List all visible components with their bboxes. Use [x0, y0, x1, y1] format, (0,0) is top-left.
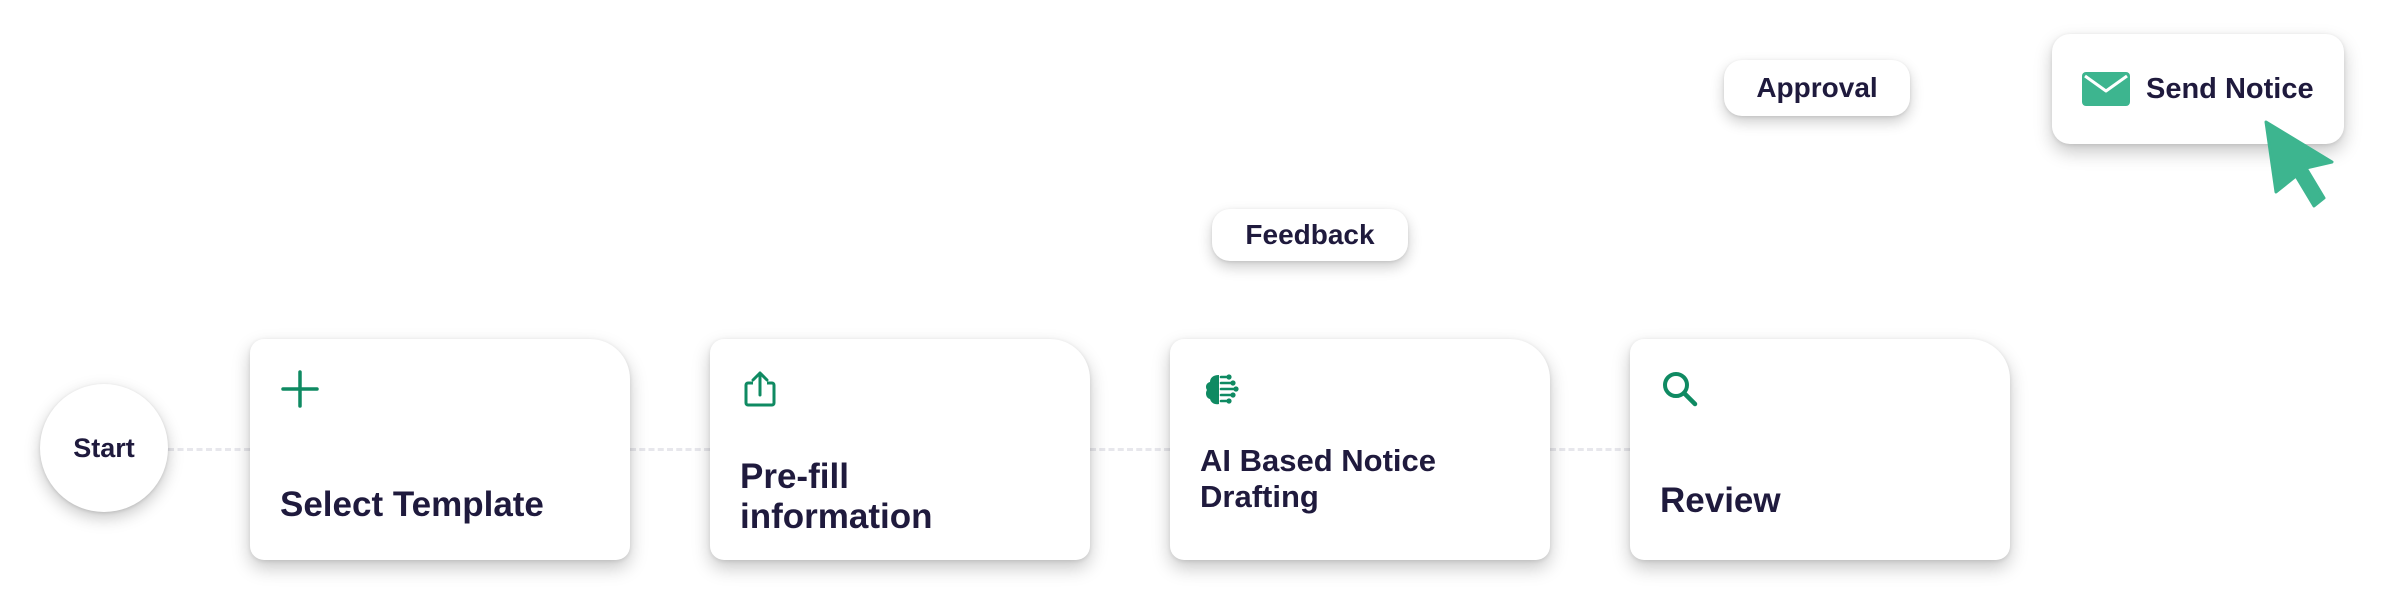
step-label: Pre-fill information	[740, 457, 933, 537]
connector-start-to-select	[168, 448, 250, 451]
approval-label: Approval	[1756, 72, 1878, 103]
step-label: AI Based Notice Drafting	[1200, 443, 1437, 514]
send-notice-label: Send Notice	[2146, 72, 2314, 105]
approval-pill[interactable]: Approval	[1724, 60, 1910, 116]
connector-select-to-prefill	[630, 448, 710, 451]
start-node[interactable]: Start	[40, 384, 168, 512]
start-label: Start	[73, 432, 135, 463]
search-icon	[1660, 369, 1700, 409]
share-upload-icon	[740, 369, 780, 409]
step-label: Select Template	[280, 485, 544, 524]
feedback-label: Feedback	[1245, 219, 1375, 250]
step-review[interactable]: Review	[1630, 339, 2010, 560]
connector-prefill-to-ai	[1090, 448, 1170, 451]
ai-brain-icon	[1200, 369, 1240, 409]
plus-icon	[280, 369, 320, 409]
step-label: Review	[1660, 481, 1781, 520]
feedback-pill[interactable]: Feedback	[1212, 209, 1408, 261]
step-select-template[interactable]: Select Template	[250, 339, 630, 560]
send-notice-button[interactable]: Send Notice	[2052, 34, 2344, 144]
connector-ai-to-review	[1550, 448, 1630, 451]
step-ai-notice-drafting[interactable]: AI Based Notice Drafting	[1170, 339, 1550, 560]
pointer-cursor-icon	[2262, 118, 2336, 210]
step-prefill-information[interactable]: Pre-fill information	[710, 339, 1090, 560]
mail-icon	[2082, 72, 2130, 106]
